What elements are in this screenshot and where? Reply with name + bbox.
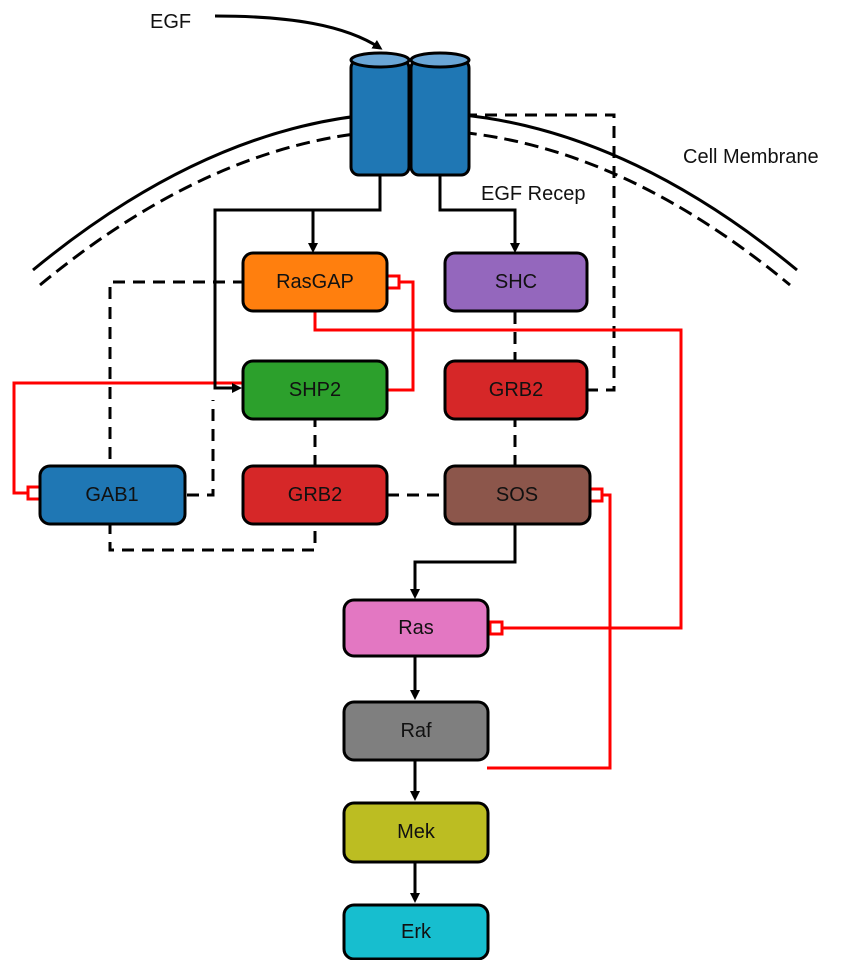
inhibit-erk-sos [487,493,612,770]
receptor-left-body [349,58,411,177]
node-label: RasGAP [276,271,354,293]
inhibit-end-rasgap [385,274,401,290]
receptor-cylinder-left [349,51,411,177]
node-label: GAB1 [85,484,138,506]
node-label: GRB2 [288,484,342,506]
inhibit-rasgap-ras [313,312,683,630]
node-box [342,903,490,960]
arrow-receptor-shp2 [213,208,313,393]
node-box [241,359,389,421]
egf-receptor-label: EGF Recep [481,183,585,205]
membrane-inner-line [39,128,791,287]
node-box [342,598,490,658]
receptor-cylinder-right [409,51,471,177]
binding-gab1-shp2 [187,400,215,497]
arrow-sos-ras [410,522,517,599]
cell-membrane-label: Cell Membrane [683,146,819,168]
node-label: Erk [401,921,432,943]
node-label: Mek [397,821,436,843]
node-grb2-left: GRB2 [241,464,389,526]
arrow-receptor-rasgap [308,175,382,253]
node-box [443,464,592,526]
node-grb2-right: GRB2 [443,359,589,421]
node-box [342,700,490,762]
node-label: Ras [398,617,434,639]
node-box [38,464,187,526]
node-label: SOS [496,484,538,506]
inhibit-rasgap-shp2 [387,280,415,392]
receptor-right-body [409,58,471,177]
node-label: SHP2 [289,379,341,401]
binding-lines [108,113,616,552]
receptor-right-top [409,51,471,69]
binding-rasgap-gab1 [108,280,245,468]
receptor-left-top [349,51,411,69]
egf-label: EGF [150,11,191,33]
inhibit-end-sos [588,487,604,503]
egf-arrow [214,14,383,50]
inhibit-end-gab1 [26,485,42,501]
node-box [443,251,589,313]
node-raf: Raf [342,700,490,762]
node-label: Raf [400,720,432,742]
node-gab1: GAB1 [38,464,187,526]
inhibit-shp2-gab1 [12,381,245,495]
node-rasgap: RasGAP [241,251,389,313]
arrow-receptor-shc [438,175,520,253]
node-shp2: SHP2 [241,359,389,421]
node-box [241,464,389,526]
inhibit-end-ras [488,620,504,636]
node-sos: SOS [443,464,592,526]
node-mek: Mek [342,801,490,864]
activation-arrows [213,14,520,903]
binding-gab1-grb2 [108,522,317,552]
binding-receptor-grb2 [465,113,616,392]
node-shc: SHC [443,251,589,313]
node-box [241,251,389,313]
node-box [342,801,490,864]
egf-receptor [349,51,471,177]
node-ras: Ras [342,598,490,658]
node-erk: Erk [342,903,490,960]
node-label: GRB2 [489,379,543,401]
node-label: SHC [495,271,537,293]
node-box [443,359,589,421]
